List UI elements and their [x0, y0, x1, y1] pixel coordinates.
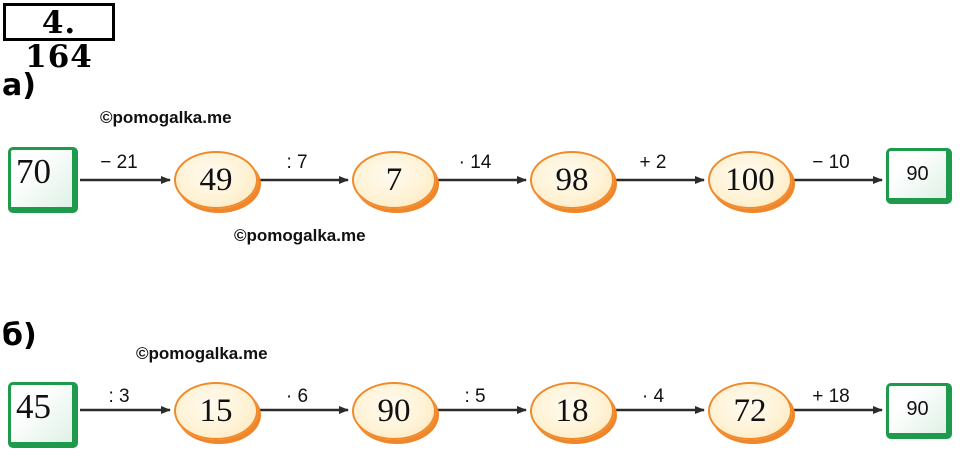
- watermark: ©pomogalka.me: [234, 226, 366, 245]
- watermark: ©pomogalka.me: [136, 344, 268, 363]
- start-box-a: 70: [8, 147, 78, 213]
- end-box-b: 90: [886, 383, 952, 439]
- start-box-b: 45: [8, 382, 78, 448]
- watermark: ©pomogalka.me: [100, 108, 232, 127]
- end-box-a: 90: [886, 148, 952, 204]
- oval-value: 72: [708, 382, 792, 440]
- operation-label: : 3: [108, 386, 130, 407]
- oval-value: 18: [530, 382, 614, 440]
- chain-b-arrows: [80, 406, 883, 414]
- operation-label: − 21: [100, 152, 138, 173]
- oval-value: 98: [530, 151, 614, 209]
- oval-value: 90: [352, 382, 436, 440]
- oval-value: 15: [174, 382, 258, 440]
- part-a-label: а): [2, 68, 36, 103]
- operation-label: + 18: [812, 386, 850, 407]
- operation-label: : 7: [286, 152, 308, 173]
- operation-label: · 4: [641, 386, 665, 407]
- oval-value: 49: [174, 151, 258, 209]
- operation-label: · 14: [458, 152, 492, 173]
- chain-a-arrows: [80, 176, 883, 184]
- operation-label: · 6: [285, 386, 309, 407]
- oval-value: 100: [708, 151, 792, 209]
- chain-a: 70 − 21 49 : 7 7 · 14 98 + 2 100 − 10 90: [0, 142, 960, 226]
- oval-value: 7: [352, 151, 436, 209]
- chain-b: 45 : 3 15 · 6 90 : 5 18 · 4 72 + 18 90: [0, 374, 960, 458]
- operation-label: : 5: [464, 386, 486, 407]
- part-b-label: б): [2, 318, 37, 353]
- operation-label: + 2: [639, 152, 667, 173]
- operation-label: − 10: [812, 152, 850, 173]
- problem-number: 4. 164: [3, 3, 115, 74]
